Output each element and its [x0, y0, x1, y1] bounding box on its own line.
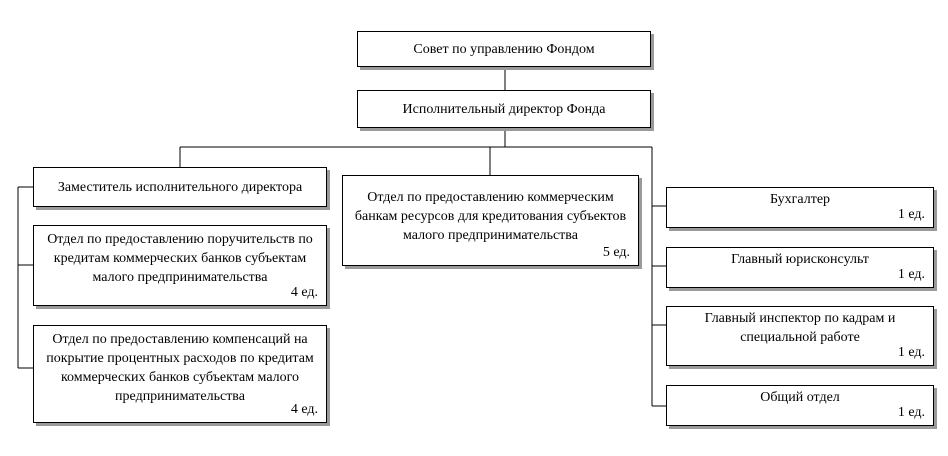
- hr-box: Главный инспектор по кадрам и специально…: [666, 306, 934, 366]
- council-box: Совет по управлению Фондом: [357, 31, 651, 67]
- legal-count: 1 ед.: [897, 267, 925, 282]
- legal-label: Главный юрисконсульт: [731, 252, 869, 267]
- guarantee-dept-label: Отдел по предоставлению поручительств по…: [47, 232, 313, 285]
- director-label: Исполнительный директор Фонда: [402, 101, 606, 117]
- compensation-dept-count: 4 ед.: [290, 402, 318, 417]
- director-box: Исполнительный директор Фонда: [357, 90, 651, 128]
- resources-dept-count: 5 ед.: [602, 245, 630, 260]
- accountant-box: Бухгалтер 1 ед.: [666, 187, 934, 228]
- legal-box: Главный юрисконсульт 1 ед.: [666, 247, 934, 288]
- compensation-dept-label: Отдел по предоставлению компенсаций на п…: [46, 332, 314, 404]
- resources-dept-label: Отдел по предоставлению коммерческим бан…: [354, 190, 627, 243]
- general-dept-box: Общий отдел 1 ед.: [666, 385, 934, 426]
- accountant-label: Бухгалтер: [769, 192, 831, 207]
- resources-dept-box: Отдел по предоставлению коммерческим бан…: [342, 175, 639, 266]
- general-dept-count: 1 ед.: [897, 405, 925, 420]
- council-label: Совет по управлению Фондом: [413, 41, 595, 57]
- hr-label: Главный инспектор по кадрам и специально…: [704, 311, 896, 345]
- guarantee-dept-count: 4 ед.: [290, 285, 318, 300]
- guarantee-dept-box: Отдел по предоставлению поручительств по…: [33, 225, 327, 306]
- general-dept-label: Общий отдел: [760, 390, 840, 405]
- deputy-box: Заместитель исполнительного директора: [33, 167, 327, 207]
- compensation-dept-box: Отдел по предоставлению компенсаций на п…: [33, 325, 327, 423]
- deputy-label: Заместитель исполнительного директора: [57, 179, 303, 195]
- hr-count: 1 ед.: [897, 345, 925, 360]
- accountant-count: 1 ед.: [897, 207, 925, 222]
